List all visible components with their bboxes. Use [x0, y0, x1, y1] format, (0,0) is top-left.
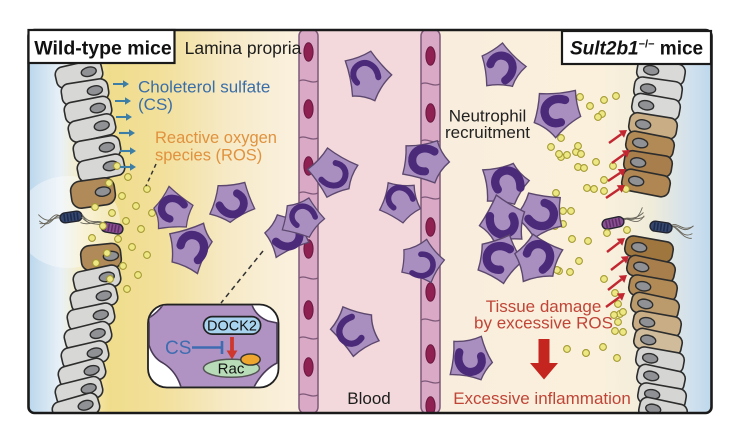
svg-text:Neutrophil: Neutrophil [449, 107, 527, 126]
svg-text:Excessive inflammation: Excessive inflammation [453, 389, 631, 408]
svg-text:(CS): (CS) [138, 95, 173, 114]
svg-text:DOCK2: DOCK2 [207, 319, 257, 335]
svg-text:recruitment: recruitment [445, 123, 530, 142]
svg-text:Rac: Rac [218, 361, 245, 378]
svg-text:Tissue damage: Tissue damage [486, 297, 602, 316]
svg-text:by excessive ROS: by excessive ROS [474, 314, 613, 333]
svg-text:Blood: Blood [347, 389, 390, 408]
svg-text:Wild-type mice: Wild-type mice [34, 38, 172, 60]
svg-text:CS: CS [165, 338, 191, 359]
svg-text:Choleterol sulfate: Choleterol sulfate [138, 78, 270, 97]
svg-text:Reactive oxygen: Reactive oxygen [155, 129, 277, 147]
svg-text:species (ROS): species (ROS) [155, 147, 262, 165]
svg-text:Lamina propria: Lamina propria [185, 38, 302, 58]
svg-text:Sult2b1−/− mice: Sult2b1−/− mice [570, 39, 703, 60]
